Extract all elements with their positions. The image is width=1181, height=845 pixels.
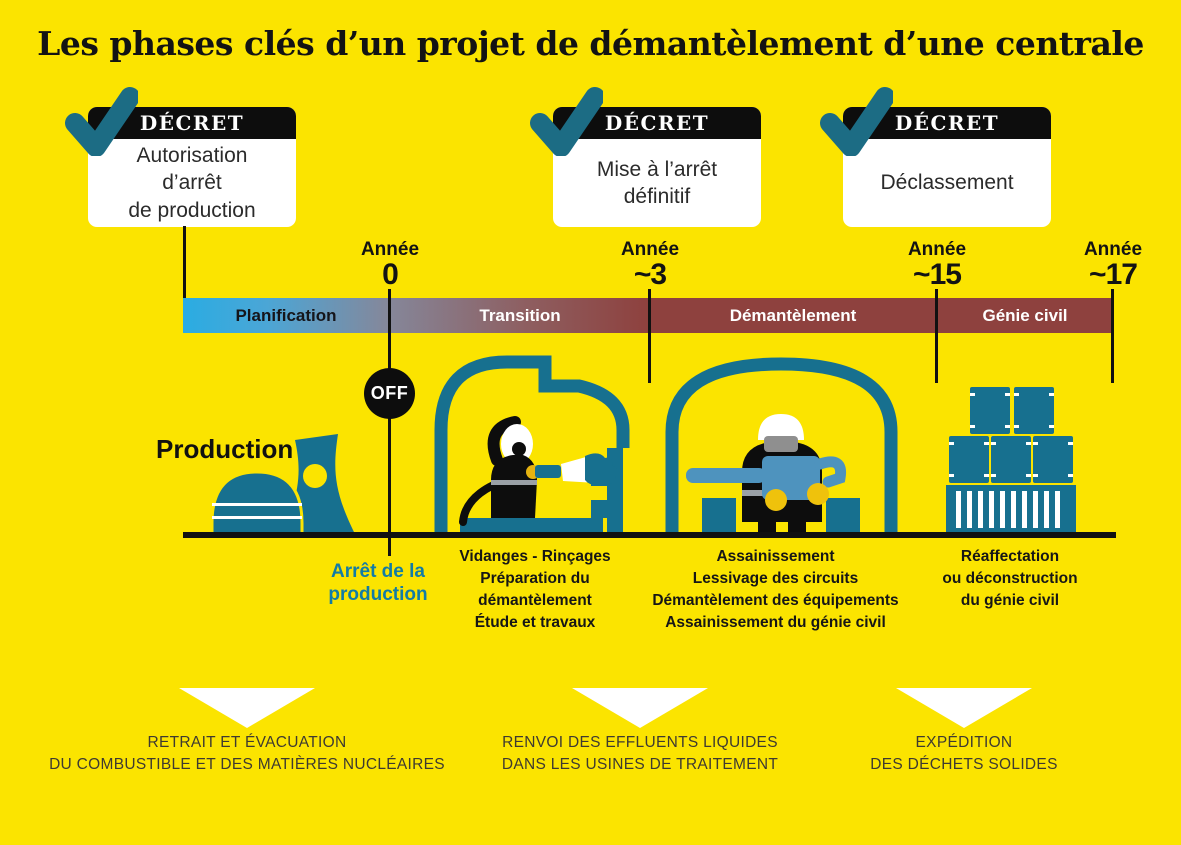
activities-transition: Vidanges - Rinçages Préparation du déman… [459,548,611,631]
down-arrow-icon [179,688,315,728]
production-shutdown-label: Arrêt de la production [328,561,428,605]
tick-year-17 [1111,289,1114,383]
off-badge: OFF [364,368,415,419]
output-fuel-removal: RETRAIT ET ÉVACUATION DU COMBUSTIBLE ET … [49,734,445,773]
decree-card-1: DÉCRET Autorisation d’arrêt de productio… [88,107,296,227]
phase-transition: Transition [479,306,561,325]
decree-card-2: DÉCRET Mise à l’arrêt définitif [553,107,761,227]
output-solid-waste: EXPÉDITION DES DÉCHETS SOLIDES [870,734,1058,773]
page-title: Les phases clés d’un projet de démantèle… [37,24,1144,63]
year-label-0: Année 0 [360,239,420,291]
phase-demantelement: Démantèlement [729,306,857,325]
phase-planification: Planification [235,306,337,325]
waste-barrels-icon [946,387,1076,534]
checkmark-icon [65,87,138,156]
year-label-15: Année ~15 [907,239,967,291]
dismantling-worker-icon [665,357,898,534]
down-arrow-icon [572,688,708,728]
phase-genie-civil: Génie civil [982,306,1068,325]
timeline-baseline [183,532,1116,538]
tick-year-3 [648,289,651,383]
production-label: Production [156,434,294,464]
output-liquid-effluents: RENVOI DES EFFLUENTS LIQUIDES DANS LES U… [501,734,779,773]
activities-dismantling: Assainissement Lessivage des circuits Dé… [652,548,899,631]
decree-text: Autorisation d’arrêt de production [128,144,256,222]
transition-worker-icon [434,355,630,534]
power-plant-icon [210,434,355,534]
checkmark-icon [530,87,603,156]
down-arrow-icon [896,688,1032,728]
checkmark-icon [820,87,893,156]
year-label-17: Année ~17 [1083,239,1143,291]
activities-civil-works: Réaffectation ou déconstruction du génie… [942,548,1078,609]
decree1-connector-line [183,226,186,298]
year-label-3: Année ~3 [620,239,680,291]
decree-text: Mise à l’arrêt définitif [596,157,718,208]
tick-year-0 [388,289,391,556]
decree-text: Déclassement [880,171,1014,195]
tick-year-15 [935,289,938,383]
